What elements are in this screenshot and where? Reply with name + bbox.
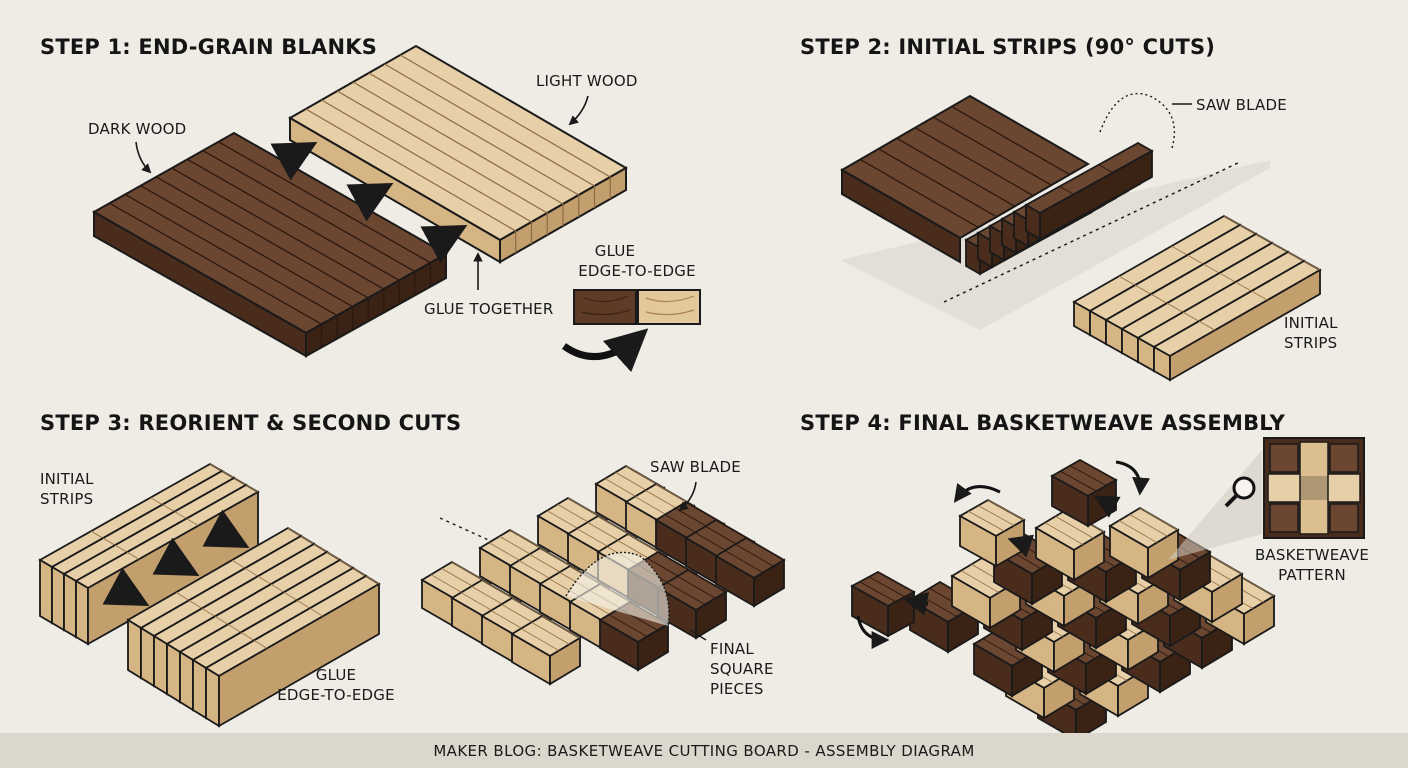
arrow-icon (678, 481, 697, 512)
cut-strips-row (964, 141, 1154, 276)
light-wood-cube (510, 614, 582, 686)
glue-label-2: EDGE-TO-EDGE (277, 686, 395, 704)
initial-strips-label-1: INITIAL (40, 470, 94, 488)
glue-joint-inset (573, 289, 701, 325)
dark-board-cut (839, 94, 1091, 264)
step-1-panel: STEP 1: END-GRAIN BLANKS DARK WOOD LIGHT… (40, 35, 701, 373)
basketweave-grid (908, 506, 1276, 742)
arrow-icon (568, 95, 589, 126)
step-4-title: STEP 4: FINAL BASKETWEAVE ASSEMBLY (800, 411, 1286, 435)
glue-together-label: GLUE TOGETHER (424, 300, 553, 318)
saw-blade-icon (1099, 92, 1176, 149)
saw-blade-icon (565, 551, 670, 627)
step-3-title: STEP 3: REORIENT & SECOND CUTS (40, 411, 461, 435)
arrow-icon (135, 141, 152, 174)
glue-label-1: GLUE (316, 666, 357, 684)
light-wood-cube (1034, 508, 1106, 582)
step-4-panel: STEP 4: FINAL BASKETWEAVE ASSEMBLY (800, 411, 1369, 742)
light-wood-cube (1108, 506, 1180, 580)
initial-strips-label-1: INITIAL (1284, 314, 1338, 332)
step-1-title: STEP 1: END-GRAIN BLANKS (40, 35, 377, 59)
dark-wood-cube (714, 536, 786, 608)
dark-wood-blank (91, 131, 449, 358)
glue-edge-label-2: EDGE-TO-EDGE (578, 262, 696, 280)
initial-strips-label-2: STRIPS (40, 490, 93, 508)
magnifier-icon (1224, 476, 1256, 508)
saw-blade-label: SAW BLADE (650, 458, 741, 476)
step-2-panel: STEP 2: INITIAL STRIPS (90° CUTS) SAW BL… (800, 35, 1338, 382)
step-2-title: STEP 2: INITIAL STRIPS (90° CUTS) (800, 35, 1215, 59)
dark-wood-cube (850, 570, 916, 638)
arrow-icon (270, 141, 468, 264)
curved-arrow-icon (856, 460, 1151, 649)
final-pieces-label-1: FINAL (710, 640, 754, 658)
arrow-icon (102, 509, 250, 606)
light-wood-cube (958, 498, 1026, 568)
basketweave-pattern-inset (1263, 437, 1365, 539)
initial-strips-label-2: STRIPS (1284, 334, 1337, 352)
dark-wood-cube (1024, 141, 1154, 241)
step-3-panel: STEP 3: REORIENT & SECOND CUTS INITIAL S… (38, 411, 786, 728)
initial-strips (1072, 214, 1322, 382)
light-wood-cube (1152, 259, 1322, 382)
saw-blade-label: SAW BLADE (1196, 96, 1287, 114)
final-pieces-label-2: SQUARE (710, 660, 774, 678)
dark-wood-label: DARK WOOD (88, 120, 186, 138)
light-wood-cube (204, 574, 381, 728)
curved-arrow-icon (561, 328, 649, 373)
arrow-icon (903, 495, 1121, 616)
reoriented-strips (38, 462, 381, 728)
final-pieces-label-3: PIECES (710, 680, 764, 698)
footer-caption: MAKER BLOG: BASKETWEAVE CUTTING BOARD - … (0, 733, 1408, 768)
glue-edge-label-1: GLUE (595, 242, 636, 260)
basketweave-pattern-label-2: PATTERN (1278, 566, 1346, 584)
light-wood-label: LIGHT WOOD (536, 72, 638, 90)
basketweave-pattern-label-1: BASKETWEAVE (1255, 546, 1369, 564)
